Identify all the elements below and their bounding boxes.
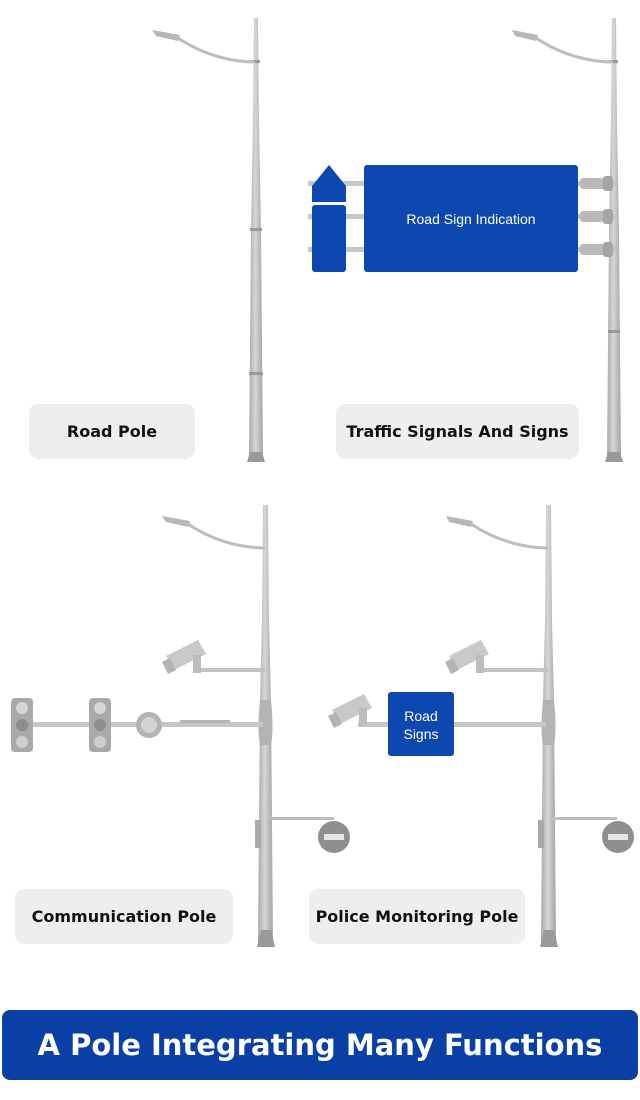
police-monitoring-pole-label: Police Monitoring Pole — [309, 889, 525, 944]
street-lamp-icon — [152, 30, 256, 64]
communication-pole-label: Communication Pole — [15, 889, 233, 944]
street-lamp-icon — [512, 30, 614, 64]
road-sign-indication-panel — [364, 165, 578, 272]
road-signs-line1: Road — [404, 708, 438, 724]
communication-pole-figure — [11, 505, 350, 947]
road-signs-text: Road Signs — [388, 707, 454, 743]
camera-icon — [162, 640, 206, 674]
pedestrian-signal-icon — [136, 712, 162, 738]
police-monitoring-pole-figure — [328, 505, 634, 947]
direction-arrow-sign — [312, 165, 346, 272]
road-sign-indication-text: Road Sign Indication — [406, 211, 536, 227]
traffic-signals-label: Traffic Signals And Signs — [336, 404, 579, 459]
road-pole-label: Road Pole — [29, 404, 195, 459]
road-signs-line2: Signs — [403, 726, 439, 742]
banner-title: A Pole Integrating Many Functions — [37, 1028, 603, 1062]
camera-icon — [445, 640, 489, 674]
road-pole-figure — [152, 18, 265, 462]
traffic-light-icon — [11, 698, 33, 752]
traffic-light-icon — [89, 698, 111, 752]
no-entry-sign-icon — [602, 821, 634, 853]
street-lamp-icon — [162, 516, 266, 550]
bottom-banner: A Pole Integrating Many Functions — [2, 1010, 638, 1080]
traffic-signs-pole-figure — [308, 18, 623, 462]
street-lamp-icon — [446, 516, 549, 550]
road-signs-panel — [388, 692, 454, 756]
camera-icon — [328, 694, 372, 728]
no-entry-sign-icon — [318, 821, 350, 853]
